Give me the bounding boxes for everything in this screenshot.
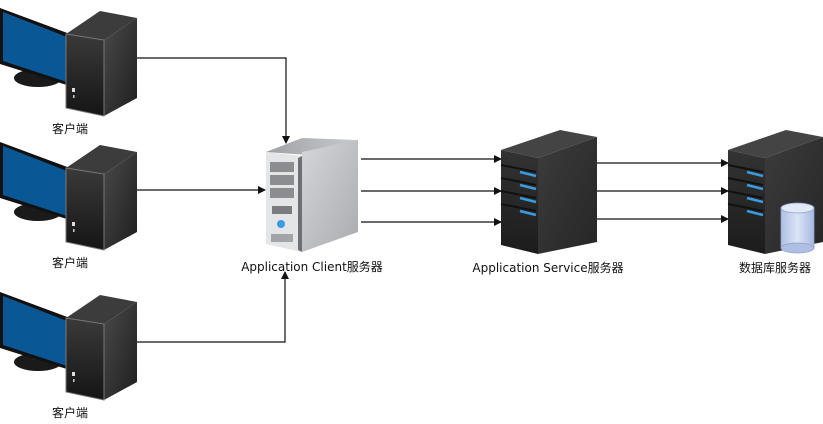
client-3-computer-icon[interactable] (0, 291, 138, 401)
database-server-icon[interactable] (727, 130, 823, 254)
edge-client1-to-appclient (137, 57, 290, 144)
client-1-label: 客户端 (51, 122, 88, 136)
db-server-label: 数据库服务器 (738, 261, 811, 275)
app-service-server-icon[interactable] (500, 130, 597, 254)
client-3-label: 客户端 (51, 406, 88, 420)
app-client-label: Application Client服务器 (241, 260, 383, 274)
database-cylinder-icon (780, 202, 815, 254)
edge-client3-to-appclient (137, 271, 289, 343)
client-2-computer-icon[interactable] (0, 141, 138, 251)
client-2-label: 客户端 (51, 256, 88, 270)
client-1-computer-icon[interactable] (0, 7, 138, 117)
app-service-label: Application Service服务器 (472, 261, 624, 275)
app-client-server-icon[interactable] (266, 138, 358, 252)
